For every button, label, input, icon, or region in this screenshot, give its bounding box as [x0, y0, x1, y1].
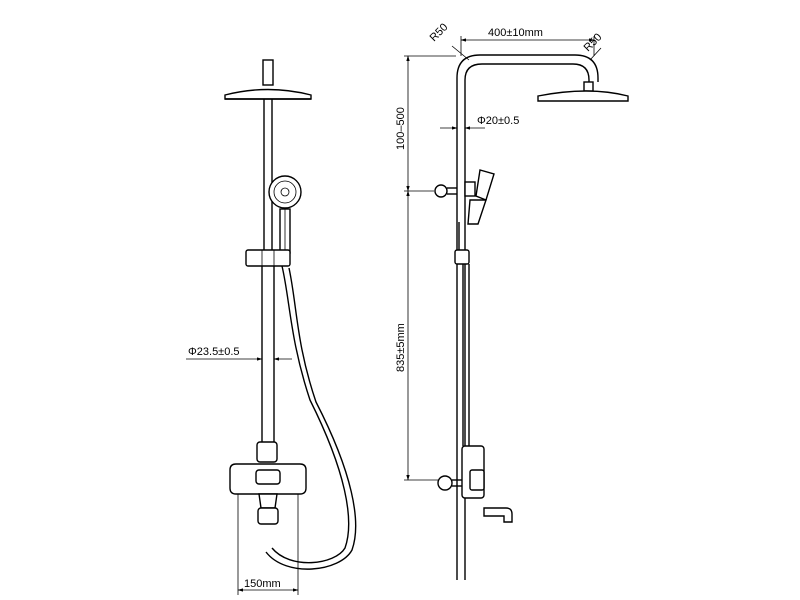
side-slide-bracket	[454, 249, 470, 265]
dim-label-100-500: 100–500	[395, 107, 407, 150]
front-hose	[265, 265, 357, 570]
front-rain-showerhead	[224, 59, 312, 100]
side-mixer-valve	[437, 445, 513, 523]
side-dim-400: 400±10mm	[460, 27, 595, 56]
dim-label-diameter-20: Φ20±0.5	[477, 115, 519, 127]
side-hose	[458, 222, 470, 446]
dim-label-r50-right: R50	[582, 31, 605, 54]
side-hand-shower	[434, 169, 495, 225]
front-upper-riser	[263, 99, 273, 250]
side-dim-diameter: Φ20±0.5	[440, 115, 519, 130]
side-rain-showerhead	[537, 81, 629, 102]
front-view: 150mm Φ23.5±0.5	[186, 59, 357, 595]
dim-label-r50-left: R50	[428, 21, 451, 44]
dim-label-835mm: 835±5mm	[395, 323, 407, 372]
front-dim-diameter: Φ23.5±0.5	[186, 346, 292, 361]
front-lower-pipe	[261, 266, 275, 448]
dim-label-400mm: 400±10mm	[488, 27, 543, 39]
front-dim-150: 150mm	[237, 494, 299, 595]
dim-label-150mm: 150mm	[244, 578, 281, 590]
front-slide-bracket	[245, 249, 291, 267]
front-mixer-valve	[229, 441, 307, 525]
dim-label-diameter-23-5: Φ23.5±0.5	[188, 346, 240, 358]
side-dim-vertical: 100–500 835±5mm	[395, 55, 456, 481]
front-hand-shower	[268, 175, 302, 254]
side-shower-arm	[456, 54, 599, 580]
side-view: 400±10mm R50 R50 Φ20±0.5 100–500 835±5mm	[395, 21, 629, 580]
